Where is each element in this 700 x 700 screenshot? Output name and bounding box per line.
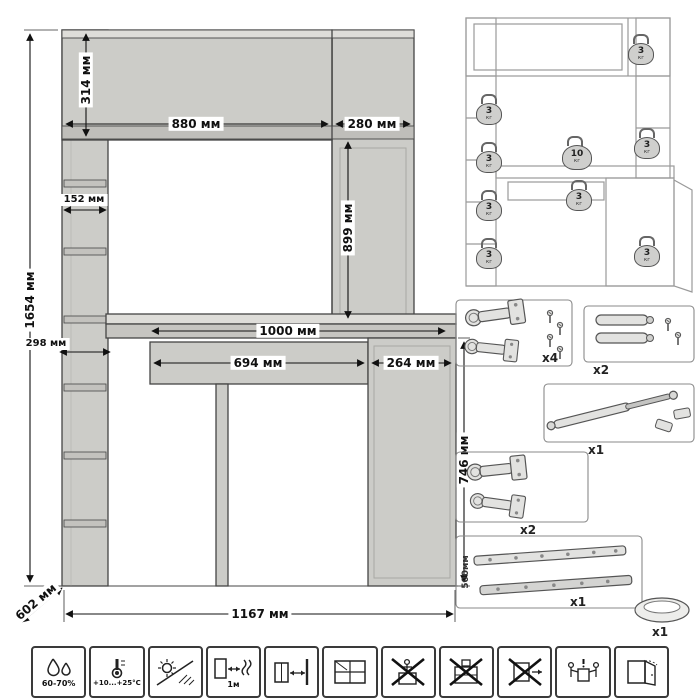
slides-length-label: 500мм xyxy=(461,555,471,589)
hinge-icon xyxy=(465,454,528,486)
pedestal xyxy=(367,337,457,587)
screw-icon xyxy=(664,317,672,332)
hinge-icon xyxy=(468,488,527,519)
screw-icon xyxy=(546,333,554,348)
shelf xyxy=(63,179,107,188)
careful-moving-icon xyxy=(555,646,611,698)
damper-icon xyxy=(595,314,654,344)
heater-distance-icon: 1м xyxy=(205,646,262,698)
dim-total-width-label: 1167 мм xyxy=(228,606,292,622)
hardware-list: x4 x2 x1 x2 x1 x1 500мм xyxy=(450,295,700,645)
hinges-qty-label: x4 xyxy=(542,351,559,365)
dampers-box xyxy=(583,305,695,363)
ventilation-window-icon xyxy=(322,646,378,698)
bracket-icon xyxy=(654,418,673,433)
door-care-icon xyxy=(613,646,669,698)
hardware-drawing xyxy=(455,298,695,623)
gas-lift-qty-label: x1 xyxy=(588,443,605,457)
dim-lower-shelf-depth-label: 298 мм xyxy=(22,338,70,350)
no-overload-icon xyxy=(438,646,495,698)
humidity-icon: 60-70% xyxy=(31,646,87,698)
pedestal-door xyxy=(373,345,451,579)
grommet-qty-label: x1 xyxy=(652,625,669,639)
drawer-slide-icon xyxy=(473,545,633,596)
gas-lift-box xyxy=(543,383,695,443)
hinges-bottom-qty-label: x2 xyxy=(520,523,537,537)
gas-lift-icon xyxy=(546,390,678,431)
dampers-qty-label: x2 xyxy=(593,363,610,377)
dim-drawer-width-label: 694 мм xyxy=(230,355,286,371)
screw-icon xyxy=(556,345,564,360)
shelf xyxy=(63,383,107,392)
dim-top-height-label: 314 мм xyxy=(78,52,94,108)
heater-distance-label: 1м xyxy=(227,679,240,689)
dim-right-height-label: 899 мм xyxy=(340,200,356,256)
sketch-pedestal xyxy=(605,177,675,287)
sketch-open-door xyxy=(673,178,693,293)
shelf xyxy=(63,519,107,528)
screw-icon xyxy=(674,331,682,346)
wall-distance-icon xyxy=(264,646,320,698)
dim-desk-width-label: 1000 мм xyxy=(256,323,320,339)
desk-leg-panel xyxy=(215,383,229,587)
no-climb-icon xyxy=(380,646,436,698)
shelf xyxy=(63,451,107,460)
sketch-open-drawer xyxy=(507,181,605,201)
humidity-label: 60-70% xyxy=(41,678,76,688)
shelf xyxy=(63,247,107,256)
care-icons-row: 60-70% +10...+25°C xyxy=(31,646,669,698)
dim-top-width-label: 880 мм xyxy=(168,116,224,132)
bracket-icon xyxy=(673,407,691,420)
dim-right-width-label: 280 мм xyxy=(344,116,400,132)
right-tall-cabinet xyxy=(331,29,415,323)
screw-icon xyxy=(546,309,554,324)
slides-box xyxy=(455,535,643,609)
temperature-icon: +10...+25°C xyxy=(89,646,145,698)
front-view-drawing xyxy=(21,29,470,623)
dim-total-height-label: 1654 мм xyxy=(22,268,38,332)
shelf xyxy=(63,315,107,324)
hinge-icon xyxy=(463,298,527,332)
no-drag-icon xyxy=(497,646,553,698)
hinge-icon xyxy=(463,334,520,363)
sunlight-protection-icon xyxy=(147,646,203,698)
dim-pedestal-width-label: 264 мм xyxy=(383,355,439,371)
furniture-front-view: 1654 мм 314 мм 880 мм 280 мм 899 мм 152 … xyxy=(12,29,471,623)
temperature-label: +10...+25°C xyxy=(92,679,141,687)
dim-shelf-depth-label: 152 мм xyxy=(60,194,108,206)
screw-icon xyxy=(556,321,564,336)
hinges-bottom-box xyxy=(455,451,589,523)
slides-qty-label: x1 xyxy=(570,595,587,609)
desk-top-surface xyxy=(105,313,457,325)
grommet-icon xyxy=(634,597,690,623)
